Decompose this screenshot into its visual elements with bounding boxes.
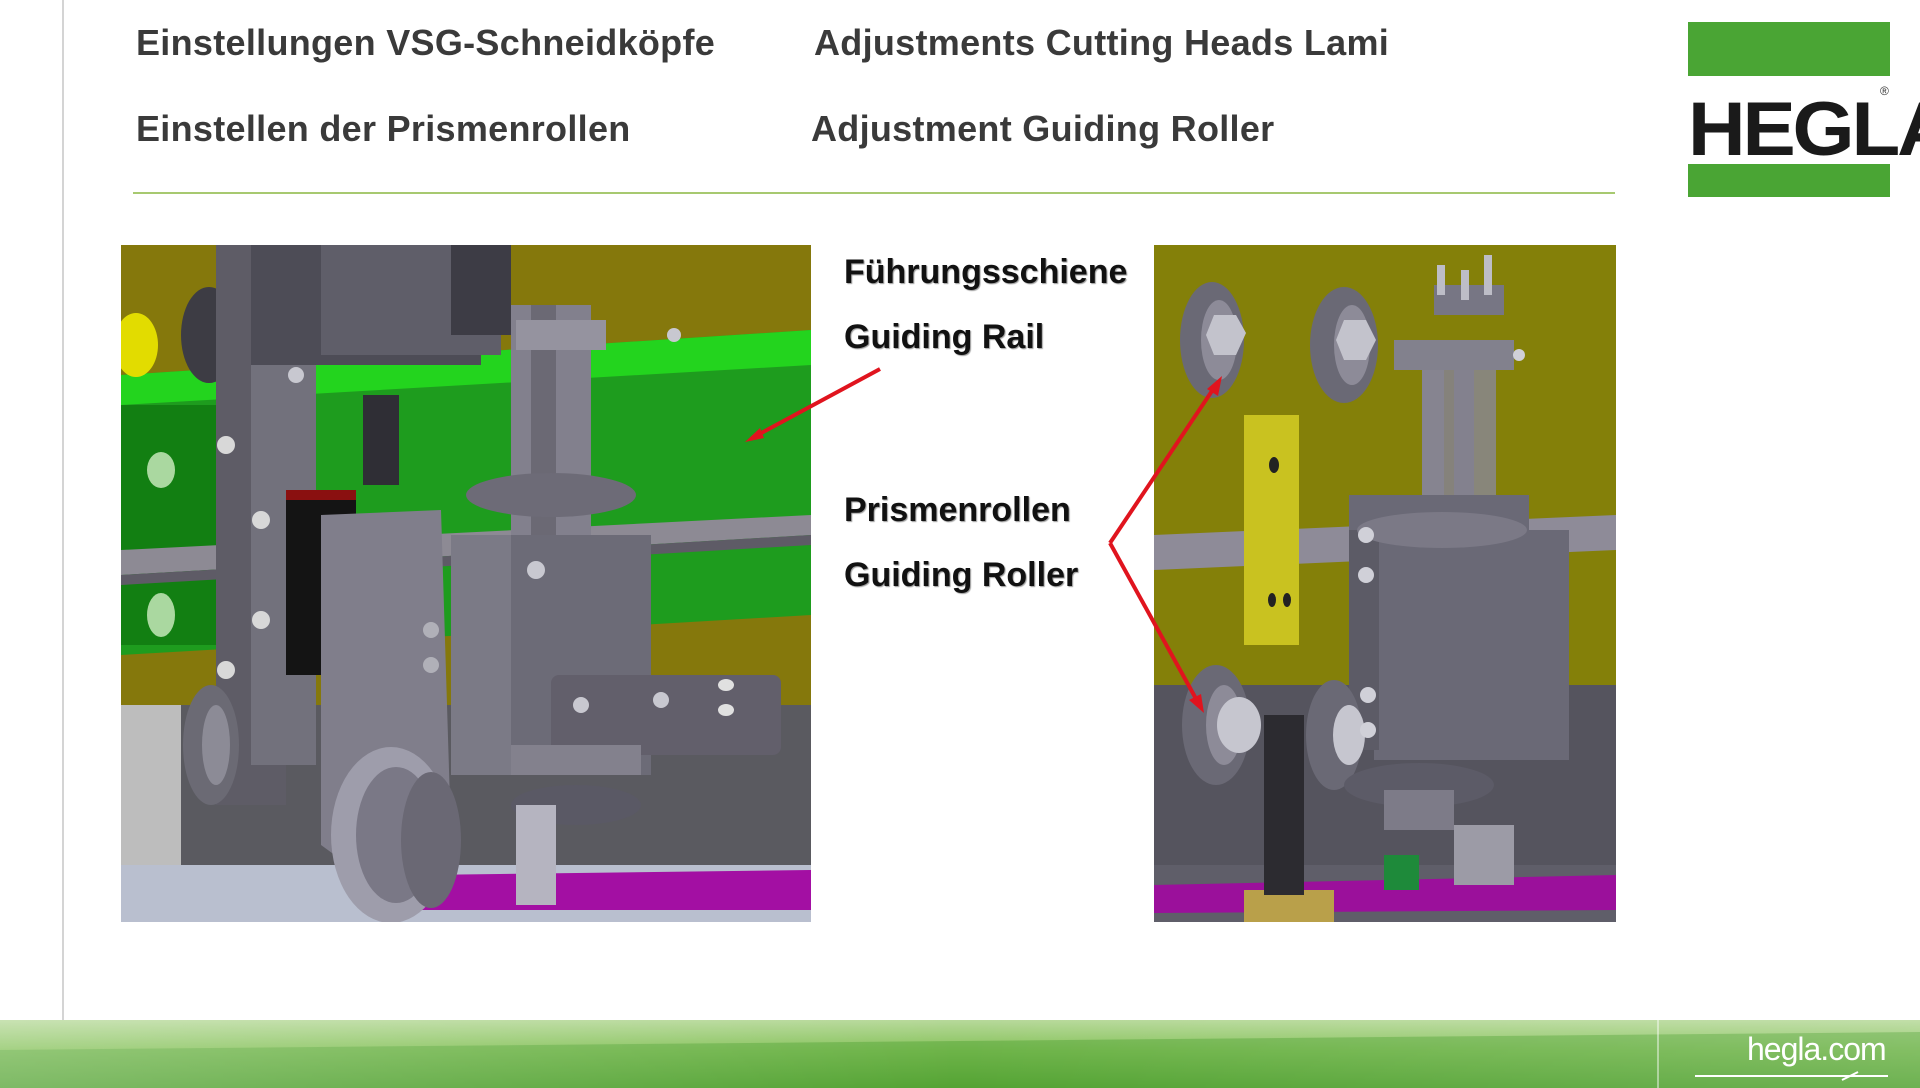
footer-website[interactable]: hegla.com — [1747, 1031, 1887, 1067]
logo-top-bar — [1688, 22, 1890, 76]
title-german: Einstellungen VSG-Schneidköpfe — [136, 22, 716, 63]
cad-image-cutting-head-rail — [121, 245, 811, 922]
left-margin-line — [62, 0, 64, 1020]
label-guiding-rail-english: Guiding Rail — [844, 318, 1045, 356]
label-guiding-roller-english: Guiding Roller — [844, 556, 1079, 594]
cad-image-guiding-rollers — [1154, 245, 1616, 922]
registered-mark: ® — [1880, 84, 1889, 98]
logo-bottom-bar — [1688, 164, 1890, 197]
arrow-roller-top — [1108, 376, 1222, 545]
title-english: Adjustments Cutting Heads Lami — [814, 22, 1390, 63]
arrow-guiding-rail — [745, 367, 881, 442]
hegla-logo: HEGLA ® — [1688, 22, 1920, 197]
subtitle-german: Einstellen der Prismenrollen — [136, 108, 631, 149]
logo-wordmark: HEGLA — [1688, 87, 1920, 172]
footer-band — [0, 1020, 1920, 1088]
label-guiding-rail-german: Führungsschiene — [844, 253, 1128, 291]
label-guiding-roller-german: Prismenrollen — [844, 491, 1071, 529]
header-divider — [133, 192, 1615, 194]
subtitle-english: Adjustment Guiding Roller — [811, 108, 1275, 149]
arrow-roller-bottom — [1108, 542, 1204, 713]
